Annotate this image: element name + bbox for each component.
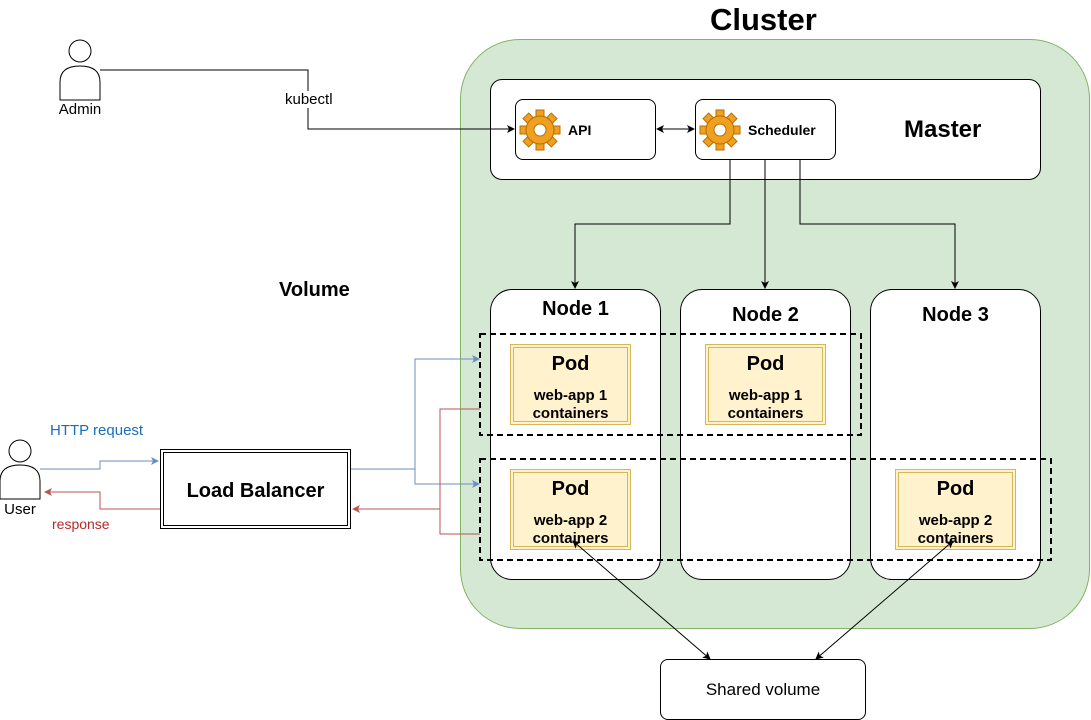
pod-containers-label: containers [727, 405, 804, 422]
pod-containers-label: containers [917, 530, 994, 547]
pod-app-name: web-app 1 [728, 387, 803, 404]
gear-icon [699, 109, 741, 150]
pod-web-app-2-node-1: Pod web-app 2 containers [510, 469, 631, 550]
pod-title: Pod [936, 478, 975, 500]
pod-description: web-app 2 containers [511, 512, 630, 548]
load-balancer-label: Load Balancer [186, 480, 325, 502]
user-icon [0, 439, 41, 500]
kubectl-label: kubectl [281, 91, 337, 108]
pod-title: Pod [746, 353, 785, 375]
pod-description: web-app 1 containers [706, 387, 825, 423]
master-title: Master [904, 116, 982, 143]
pod-description: web-app 1 containers [511, 387, 630, 423]
volume-label: Volume [279, 279, 350, 301]
scheduler-label: Scheduler [748, 121, 816, 138]
http-request-connector [40, 457, 159, 470]
load-balancer: Load Balancer [160, 449, 351, 529]
admin-label: Admin [58, 101, 102, 118]
pod-web-app-1-node-2: Pod web-app 1 containers [705, 344, 826, 425]
pod-title: Pod [551, 478, 590, 500]
cluster-title: Cluster [710, 2, 817, 37]
pod-containers-label: containers [532, 530, 609, 547]
admin-icon [59, 39, 101, 101]
pod-title: Pod [551, 353, 590, 375]
shared-volume: Shared volume [660, 659, 866, 720]
gear-icon [519, 109, 561, 150]
http-request-label: HTTP request [50, 422, 144, 439]
node-1-title: Node 1 [542, 298, 609, 320]
pod-description: web-app 2 containers [896, 512, 1015, 548]
pod-web-app-1-node-1: Pod web-app 1 containers [510, 344, 631, 425]
api-service: API [515, 99, 656, 160]
shared-volume-label: Shared volume [705, 679, 821, 699]
response-connector [44, 488, 160, 510]
response-label: response [52, 516, 110, 532]
scheduler-service: Scheduler [695, 99, 836, 160]
pod-app-name: web-app 1 [533, 387, 608, 404]
pod-app-name: web-app 2 [533, 512, 608, 529]
node-2-title: Node 2 [732, 304, 799, 326]
node-3-title: Node 3 [922, 304, 989, 326]
user-label: User [4, 501, 36, 518]
pod-containers-label: containers [532, 405, 609, 422]
pod-app-name: web-app 2 [918, 512, 993, 529]
api-label: API [568, 121, 592, 138]
pod-web-app-2-node-3: Pod web-app 2 containers [895, 469, 1016, 550]
node-2 [680, 289, 851, 580]
